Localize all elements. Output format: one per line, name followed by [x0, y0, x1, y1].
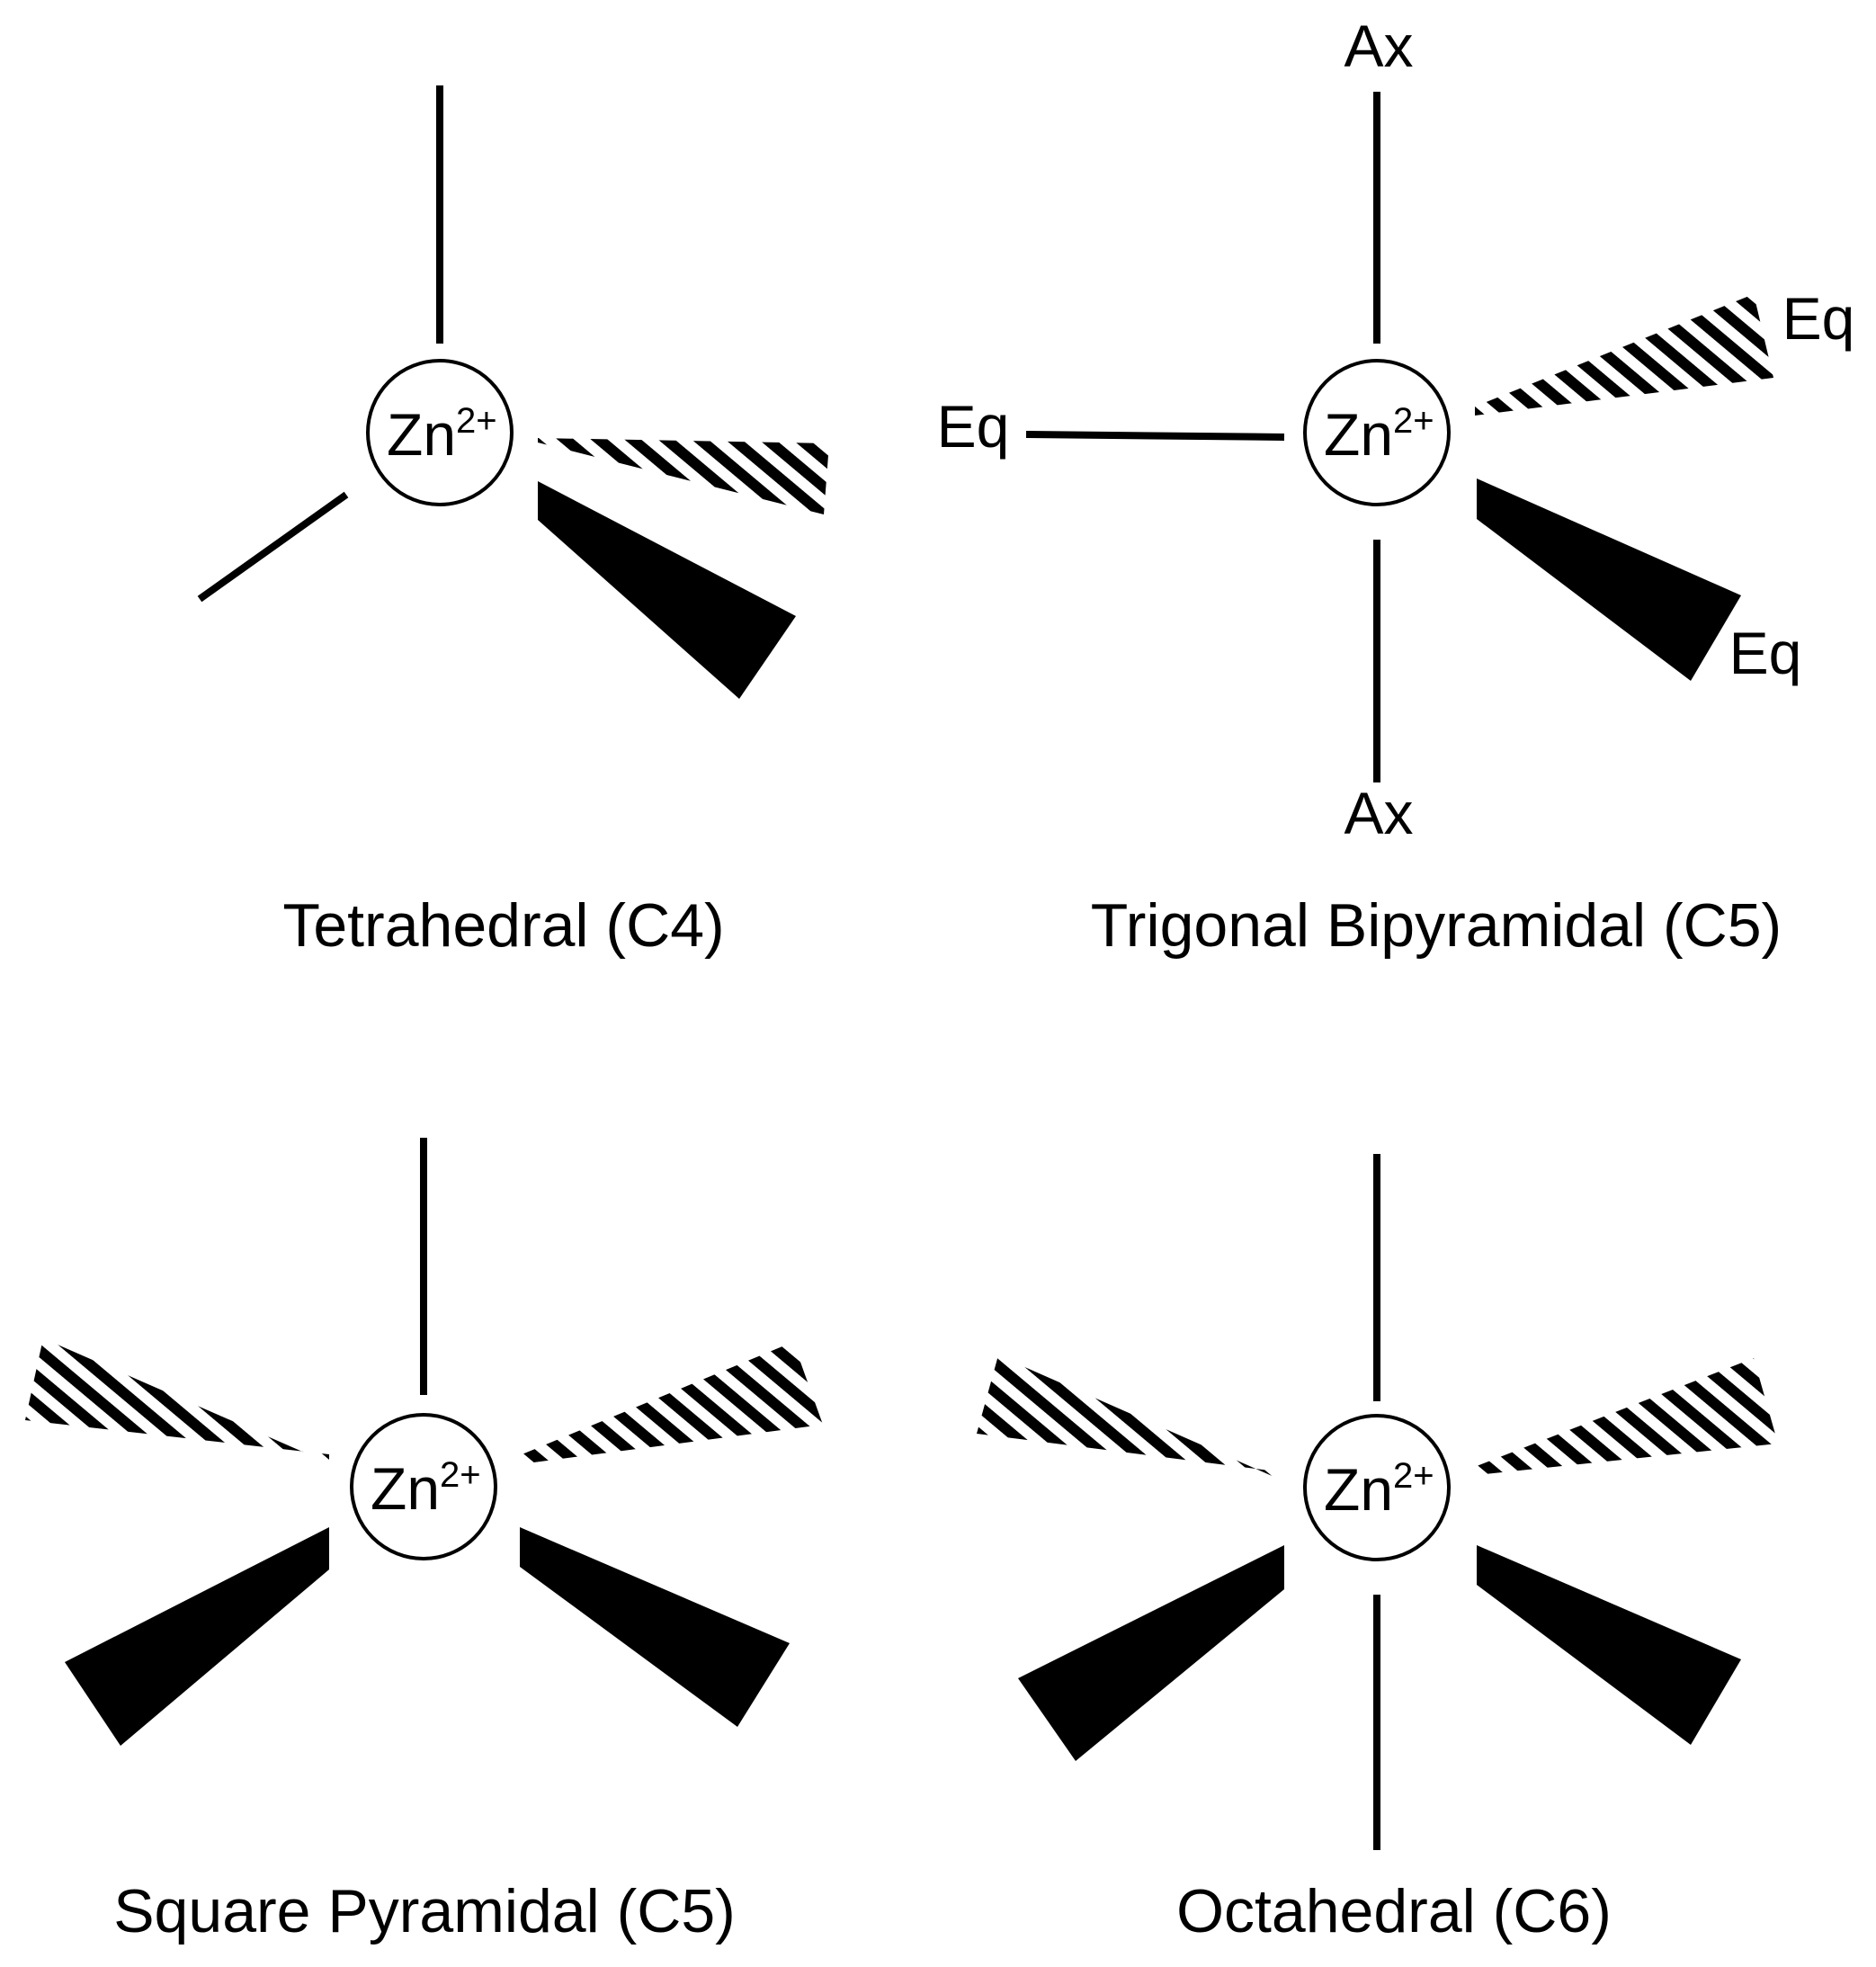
caption-tetrahedral: Tetrahedral (C4) — [282, 891, 724, 960]
caption-octahedral: Octahedral (C6) — [1176, 1877, 1612, 1945]
atom-symbol: Zn — [1324, 1456, 1393, 1523]
panel-square-pyramidal: Zn 2+ Square Pyramidal (C5) — [25, 1138, 823, 1945]
atom-charge: 2+ — [440, 1455, 481, 1495]
bond-equatorial-left — [1025, 431, 1285, 441]
solid-wedge-bond-left — [1018, 1545, 1284, 1761]
caption-trigonal-bipyramidal: Trigonal Bipyramidal (C5) — [1091, 891, 1782, 960]
label-equatorial-wedge: Eq — [1729, 620, 1802, 686]
atom-circle — [350, 1413, 497, 1560]
hashed-wedge-bond-right — [520, 1342, 823, 1464]
label-equatorial-hashed: Eq — [1782, 285, 1855, 352]
solid-wedge-bond-right — [520, 1527, 790, 1727]
label-equatorial-left: Eq — [937, 393, 1010, 460]
atom-charge: 2+ — [1393, 1456, 1434, 1496]
label-axial-top: Ax — [1344, 13, 1413, 79]
panel-trigonal-bipyramidal: Zn 2+ Ax Ax Eq Eq Eq Trigonal Bipyramida… — [937, 13, 1855, 960]
label-axial-bottom: Ax — [1344, 780, 1413, 846]
solid-wedge-bond — [1477, 478, 1741, 681]
zn-atom: Zn 2+ — [1303, 1414, 1451, 1561]
atom-symbol: Zn — [1324, 401, 1393, 468]
hashed-wedge-bond-right — [1477, 1358, 1778, 1475]
hashed-wedge-bond — [538, 438, 829, 514]
hashed-wedge-bond-left — [977, 1355, 1284, 1481]
zn-atom: Zn 2+ — [350, 1413, 497, 1560]
solid-wedge-bond-left — [65, 1527, 329, 1746]
zn-atom: Zn 2+ — [1303, 359, 1451, 506]
atom-circle — [1303, 1414, 1451, 1561]
atom-charge: 2+ — [1393, 401, 1434, 441]
zn-atom: Zn 2+ — [366, 359, 514, 506]
atom-charge: 2+ — [456, 401, 497, 441]
atom-circle — [366, 359, 514, 506]
panel-octahedral: Zn 2+ Octahedral (C6) — [977, 1154, 1778, 1945]
caption-square-pyramidal: Square Pyramidal (C5) — [113, 1877, 736, 1945]
solid-wedge-bond-right — [1477, 1545, 1741, 1745]
atom-symbol: Zn — [371, 1455, 440, 1522]
bond-left — [197, 491, 349, 603]
atom-symbol: Zn — [387, 401, 456, 468]
solid-wedge-bond — [538, 481, 796, 699]
atom-circle — [1303, 359, 1451, 506]
hashed-wedge-bond — [1475, 294, 1773, 416]
panel-tetrahedral: Zn 2+ Tetrahedral (C4) — [197, 85, 829, 960]
hashed-wedge-bond-left — [25, 1338, 329, 1463]
